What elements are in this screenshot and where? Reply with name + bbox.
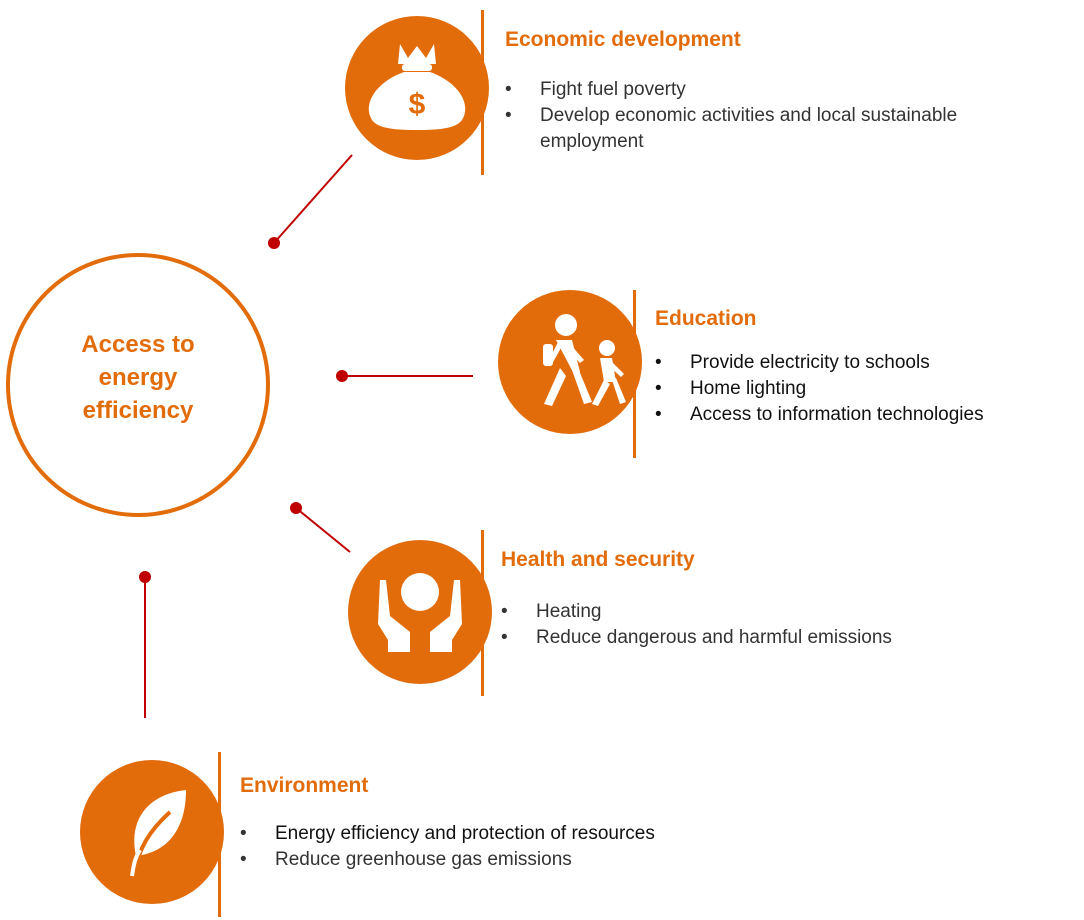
connector-environment — [139, 571, 151, 718]
connector-dot — [139, 571, 151, 583]
center-circle — [6, 253, 270, 517]
bullet-item: Provide electricity to schools — [655, 350, 1075, 376]
block-title: Economic development — [505, 28, 741, 51]
bullet-item: Reduce dangerous and harmful emissions — [501, 625, 1041, 651]
bullet-item: Develop economic activities and local su… — [505, 103, 980, 155]
bullet-item: Access to information technologies — [655, 402, 1075, 428]
bullet-item: Home lighting — [655, 376, 1075, 402]
hands-holding-icon — [348, 540, 492, 684]
bullet-item: Energy efficiency and protection of reso… — [240, 821, 840, 847]
environment-block: Environment Energy efficiency and protec… — [240, 773, 840, 873]
connector-education — [336, 370, 473, 382]
connector-dot — [290, 502, 302, 514]
block-title: Health and security — [501, 548, 695, 571]
bullet-item: Reduce greenhouse gas emissions — [240, 847, 840, 873]
bullet-item: Fight fuel poverty — [505, 77, 1025, 103]
walking-adult-child-icon — [498, 290, 642, 434]
education-block: Education Provide electricity to schools… — [655, 306, 1075, 428]
svg-text:$: $ — [409, 88, 426, 121]
block-title: Environment — [240, 774, 369, 797]
block-title: Education — [655, 307, 757, 330]
money-bag-icon: $ — [345, 16, 489, 160]
health-security-block: Health and security Heating Reduce dange… — [501, 547, 1041, 651]
connector-dot — [268, 237, 280, 249]
bullet-item: Heating — [501, 599, 1041, 625]
leaf-icon — [80, 760, 224, 904]
center-label-line: efficiency — [82, 397, 194, 424]
center-label-line: Access to — [81, 331, 195, 358]
center-label: Access to energy efficiency — [28, 328, 248, 427]
economic-development-block: Economic development Fight fuel poverty … — [505, 27, 1025, 155]
connector-dot — [336, 370, 348, 382]
connector-health — [290, 502, 351, 553]
center-label-line: energy — [98, 364, 178, 391]
connector-economic — [268, 154, 353, 249]
